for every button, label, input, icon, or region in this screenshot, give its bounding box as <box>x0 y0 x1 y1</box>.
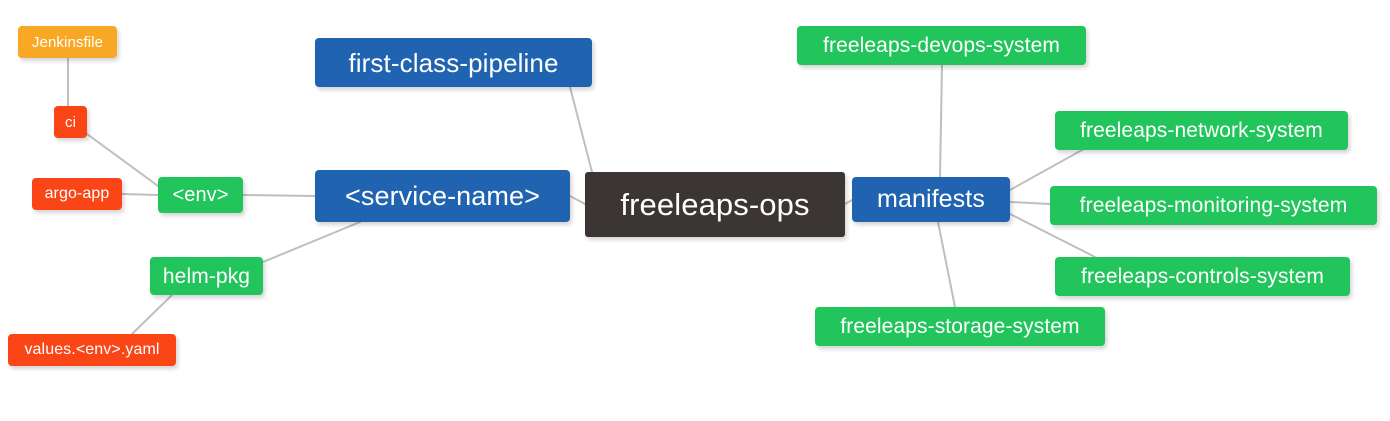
edge-root-to-service-name <box>569 195 586 205</box>
node-label: <env> <box>172 184 229 206</box>
edge-env-to-argo-app <box>121 193 159 196</box>
node-first-class-pipeline[interactable]: first-class-pipeline <box>315 38 592 87</box>
node-label: manifests <box>877 185 985 213</box>
node-manifests[interactable]: manifests <box>852 177 1010 222</box>
node-label: freeleaps-network-system <box>1080 119 1323 142</box>
edge-manifests-to-freeleaps-network-system <box>1009 149 1083 191</box>
node-freeleaps-devops-system[interactable]: freeleaps-devops-system <box>797 26 1086 65</box>
node-label: ci <box>64 113 77 131</box>
node-freeleaps-storage-system[interactable]: freeleaps-storage-system <box>815 307 1105 346</box>
edge-manifests-to-freeleaps-monitoring-system <box>1009 201 1051 205</box>
node-root[interactable]: freeleaps-ops <box>585 172 845 237</box>
node-helm-pkg[interactable]: helm-pkg <box>150 257 263 295</box>
node-env[interactable]: <env> <box>158 177 243 213</box>
node-label: <service-name> <box>345 180 540 211</box>
node-jenkinsfile[interactable]: Jenkinsfile <box>18 26 117 58</box>
node-label: freeleaps-controls-system <box>1081 265 1324 288</box>
edge-manifests-to-freeleaps-devops-system <box>939 64 943 178</box>
edge-manifests-to-freeleaps-storage-system <box>937 221 956 308</box>
node-argo-app[interactable]: argo-app <box>32 178 122 210</box>
edge-service-name-to-env <box>242 194 316 197</box>
node-label: freeleaps-monitoring-system <box>1079 194 1348 217</box>
edge-helm-pkg-to-values-env-yaml <box>131 294 173 335</box>
node-label: argo-app <box>44 185 110 202</box>
node-ci[interactable]: ci <box>54 106 87 138</box>
edge-service-name-to-helm-pkg <box>262 221 361 263</box>
node-freeleaps-monitoring-system[interactable]: freeleaps-monitoring-system <box>1050 186 1377 225</box>
edge-root-to-manifests <box>844 199 853 205</box>
node-label: Jenkinsfile <box>31 33 104 51</box>
node-freeleaps-network-system[interactable]: freeleaps-network-system <box>1055 111 1348 150</box>
node-label: freeleaps-ops <box>620 187 810 222</box>
node-service-name[interactable]: <service-name> <box>315 170 570 222</box>
node-label: freeleaps-storage-system <box>840 315 1080 338</box>
node-label: helm-pkg <box>162 264 251 288</box>
node-label: first-class-pipeline <box>348 47 559 78</box>
node-freeleaps-controls-system[interactable]: freeleaps-controls-system <box>1055 257 1350 296</box>
node-label: freeleaps-devops-system <box>823 34 1060 57</box>
node-values-env-yaml[interactable]: values.<env>.yaml <box>8 334 176 366</box>
edge-service-name-to-first-class-pipeline <box>569 86 593 173</box>
node-label: values.<env>.yaml <box>24 341 160 358</box>
